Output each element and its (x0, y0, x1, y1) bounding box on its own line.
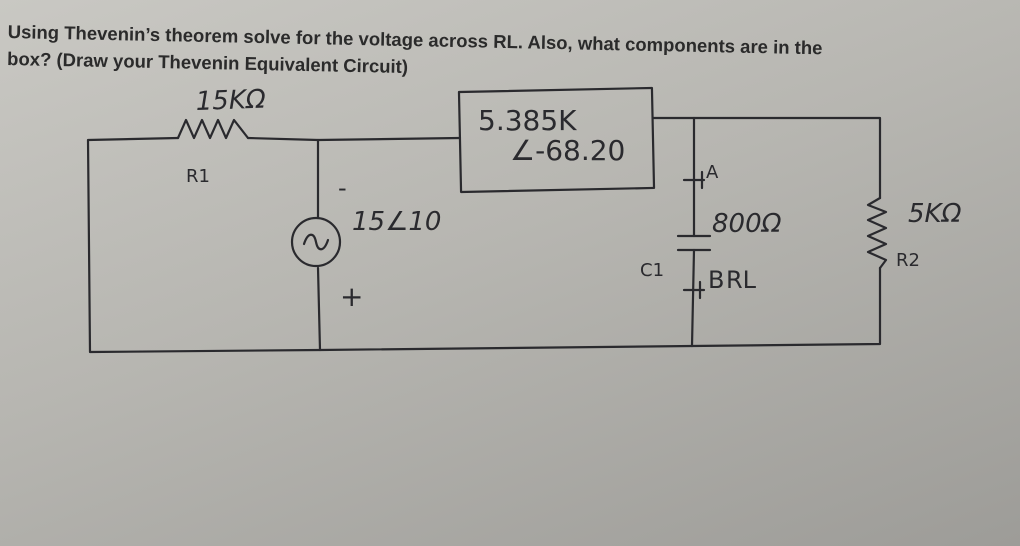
wire-right-top (651, 116, 882, 348)
capacitor-c1-symbol (676, 234, 712, 252)
rl-name-label: RL (726, 266, 757, 294)
source-minus-label: - (338, 174, 347, 202)
r1-value-label: 15KΩ (195, 85, 266, 117)
r1-name-label: R1 (186, 166, 210, 187)
c1-label: C1 (640, 260, 664, 281)
wire-capacitor-branch (690, 116, 696, 348)
r2-value-label: 5KΩ (908, 199, 962, 229)
ac-source-tilde (302, 233, 330, 251)
node-a-label: A (706, 162, 719, 183)
rl-value-label: 800Ω (712, 209, 782, 239)
node-ticks (682, 170, 706, 300)
resistor-r1-symbol (176, 118, 250, 140)
ac-source-symbol (290, 216, 342, 268)
resistor-r2-symbol (866, 196, 888, 270)
box-line-1: 5.385K (478, 104, 577, 137)
r2-name-label: R2 (896, 250, 920, 271)
wire-source-branch (316, 138, 322, 352)
node-b-label: B (708, 266, 724, 294)
unknown-components-box (457, 86, 656, 194)
box-line-2: ∠-68.20 (510, 134, 625, 167)
source-value-label: 15∠10 (352, 207, 441, 237)
source-plus-label: + (340, 280, 363, 313)
